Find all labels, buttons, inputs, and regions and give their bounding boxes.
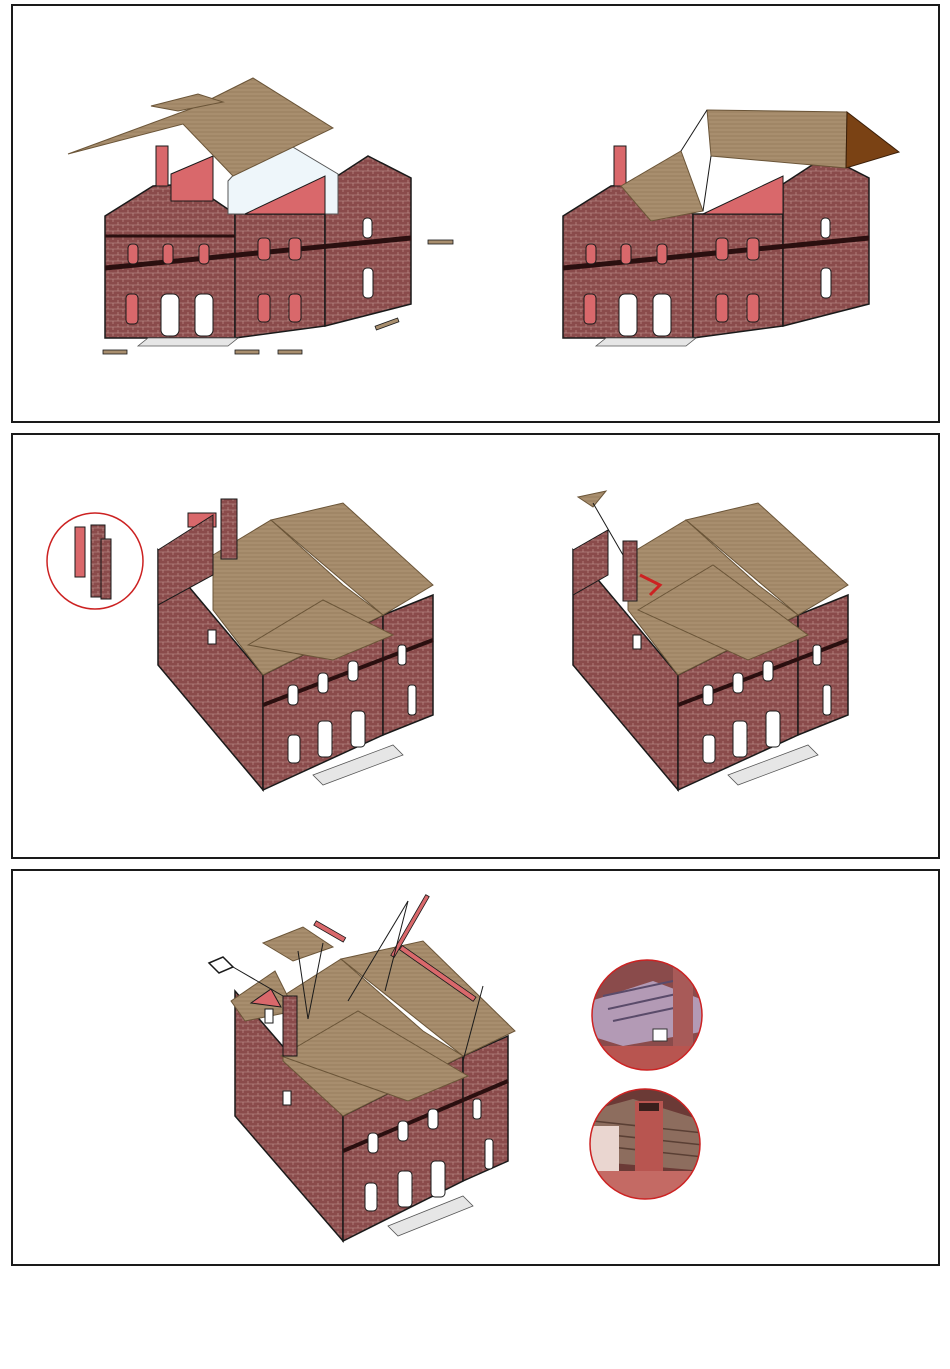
base-plate [138, 338, 238, 346]
middle-section-facade [693, 214, 783, 338]
house-exploded-roof [68, 78, 453, 354]
loose-part [235, 350, 259, 354]
loose-part [278, 350, 302, 354]
chimney [156, 146, 168, 186]
side-window [633, 635, 641, 649]
detail-photo-chimney [589, 1089, 704, 1206]
chimney-stack [623, 541, 637, 601]
vent-frame [209, 957, 233, 973]
roof-panel-floating [707, 110, 847, 168]
placement-guide-line [703, 156, 711, 211]
panel-3-illustration [13, 871, 938, 1264]
middle-section-facade [235, 214, 325, 338]
roof-side-dark [846, 112, 899, 168]
panel-1-illustration [13, 6, 938, 421]
step-panel-1 [11, 4, 940, 423]
detail-photo-roof-structure [591, 959, 706, 1076]
chimney-stack [283, 996, 297, 1056]
chimney [614, 146, 626, 186]
house-roof-chimney-attach [573, 491, 848, 790]
side-window [208, 630, 216, 644]
step-panel-3 [11, 869, 940, 1266]
panel-2-illustration [13, 435, 938, 857]
house-roof-placement [563, 110, 899, 346]
chimney-block [171, 156, 213, 201]
loose-part [375, 318, 399, 330]
dormer-window [265, 1009, 273, 1023]
house-chimney-stage [158, 499, 433, 790]
loose-part [428, 240, 453, 244]
pink-wall-part [703, 176, 783, 214]
house-final-details [209, 895, 515, 1241]
step-panel-2 [11, 433, 940, 859]
loose-part [103, 350, 127, 354]
chimney-detail-inset [47, 513, 143, 609]
base-plate [596, 338, 696, 346]
chimney-stack [221, 499, 237, 559]
placement-guide-line [681, 110, 707, 151]
floating-roof-piece [578, 491, 606, 507]
